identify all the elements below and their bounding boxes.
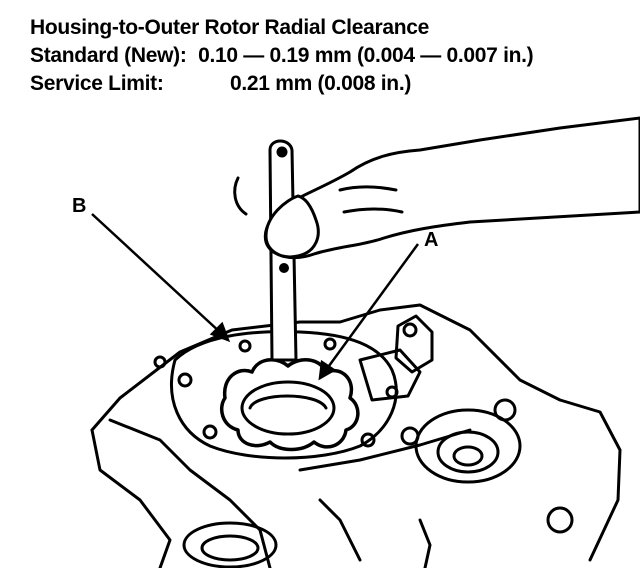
bolt-hole-1 [177,372,193,388]
hand [263,116,640,259]
standard-row: Standard (New): 0.10 — 0.19 mm (0.004 — … [30,42,534,70]
pump-housing-inner-edge [108,418,272,568]
relief-valve-boss [394,314,434,374]
seal-bore-core [452,445,484,467]
pump-housing-outline [90,303,622,562]
bolt-hole-7 [153,355,167,369]
lower-casting-rib [318,498,362,562]
service-limit-label: Service Limit: [30,72,164,95]
lower-casting-rib-2 [418,518,432,568]
bolt-hole-2 [202,424,218,440]
finger-line-2 [342,207,404,214]
bolt-hole-5 [360,432,376,448]
callout-a-arrowhead [318,359,337,381]
callout-b-label: B [72,195,86,217]
seal-bore-outer [414,408,522,484]
pump-housing-lower-edge [90,428,172,568]
spec-title: Housing-to-Outer Rotor Radial Clearance [30,16,430,39]
inner-rotor-opening [240,380,336,436]
finger-line-1 [338,185,398,192]
specification-block: Housing-to-Outer Rotor Radial Clearance … [30,14,534,98]
finger-line-3 [233,176,248,216]
small-plug [400,426,420,446]
lower-boss-1 [493,398,517,422]
relief-valve-cavity [358,348,422,402]
bolt-hole-8 [402,322,418,338]
feeler-gauge-hole-top [276,146,288,158]
callout-b-leader [91,213,223,335]
callout-a-leader [324,243,420,371]
standard-value: 0.10 — 0.19 mm (0.004 — 0.007 in.) [198,44,534,67]
bolt-hole-3 [238,339,252,353]
standard-label: Standard (New): [30,44,187,67]
lower-bore-outer [182,521,278,568]
inner-rotor-shaft [248,394,328,410]
feeler-gauge-hole-mid [279,263,289,273]
service-limit-value: 0.21 mm (0.008 in.) [230,72,412,95]
callout-a-label: A [424,229,438,251]
service-limit-row: Service Limit: 0.21 mm (0.008 in.) [30,70,533,98]
outer-rotor [220,358,360,452]
lower-bore-inner [200,534,260,562]
bolt-hole-4 [323,337,337,351]
callout-b-arrowhead [209,321,231,343]
bolt-hole-6 [385,385,399,399]
lower-boss-2 [546,506,574,534]
seal-bore-inner [436,430,500,474]
thumb [264,194,320,259]
